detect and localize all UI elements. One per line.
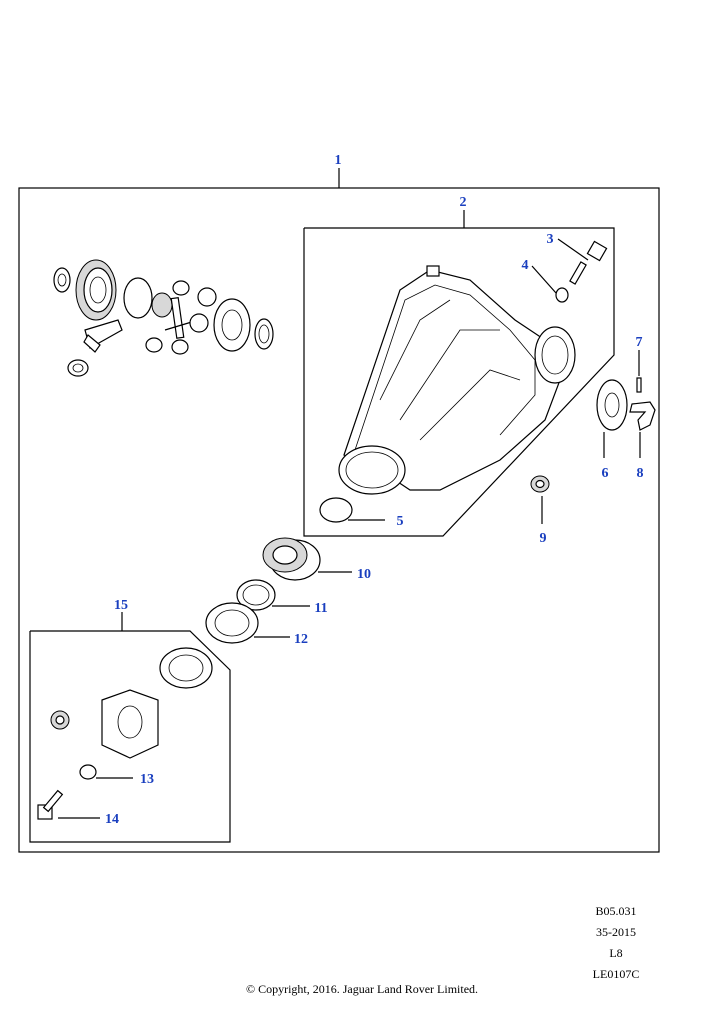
callout-12: 12: [294, 632, 308, 647]
differential-housing: [338, 265, 576, 495]
callout-8: 8: [637, 466, 644, 481]
part-8-lever: [629, 401, 656, 431]
flange-kit-parts: [37, 647, 213, 820]
ref-code: B05.031: [595, 904, 637, 918]
callout-1: 1: [335, 153, 342, 168]
callout-4: 4: [522, 258, 529, 273]
callout-5: 5: [397, 514, 404, 529]
callout-9: 9: [540, 531, 547, 546]
part-3-bolt: [569, 240, 608, 285]
callout-2: 2: [460, 195, 467, 210]
callout-3: 3: [547, 232, 554, 247]
flange-kit-frame: [29, 630, 231, 843]
part-11-ring: [236, 579, 276, 611]
callout-7: 7: [636, 335, 643, 350]
part-6-seal: [596, 379, 628, 431]
model-code: L8: [609, 946, 623, 960]
callout-14: 14: [105, 812, 119, 827]
illustration-id: LE0107C: [592, 967, 640, 981]
callout-6: 6: [602, 466, 609, 481]
part-5-o-ring: [319, 497, 353, 523]
copyright-notice: © Copyright, 2016. Jaguar Land Rover Lim…: [245, 982, 479, 996]
part-10-bearing: [262, 537, 321, 581]
part-9-nut: [530, 475, 550, 493]
housing-group-frame: [303, 227, 615, 537]
callout-11: 11: [314, 601, 327, 616]
callout-13: 13: [140, 772, 154, 787]
callout-15: 15: [114, 598, 128, 613]
callout-10: 10: [357, 567, 371, 582]
part-7-pin: [636, 377, 642, 393]
date-code: 35-2015: [596, 925, 636, 939]
part-4-bushing: [555, 287, 569, 303]
part-12-race: [205, 602, 259, 644]
differential-gear-set: [53, 259, 274, 377]
